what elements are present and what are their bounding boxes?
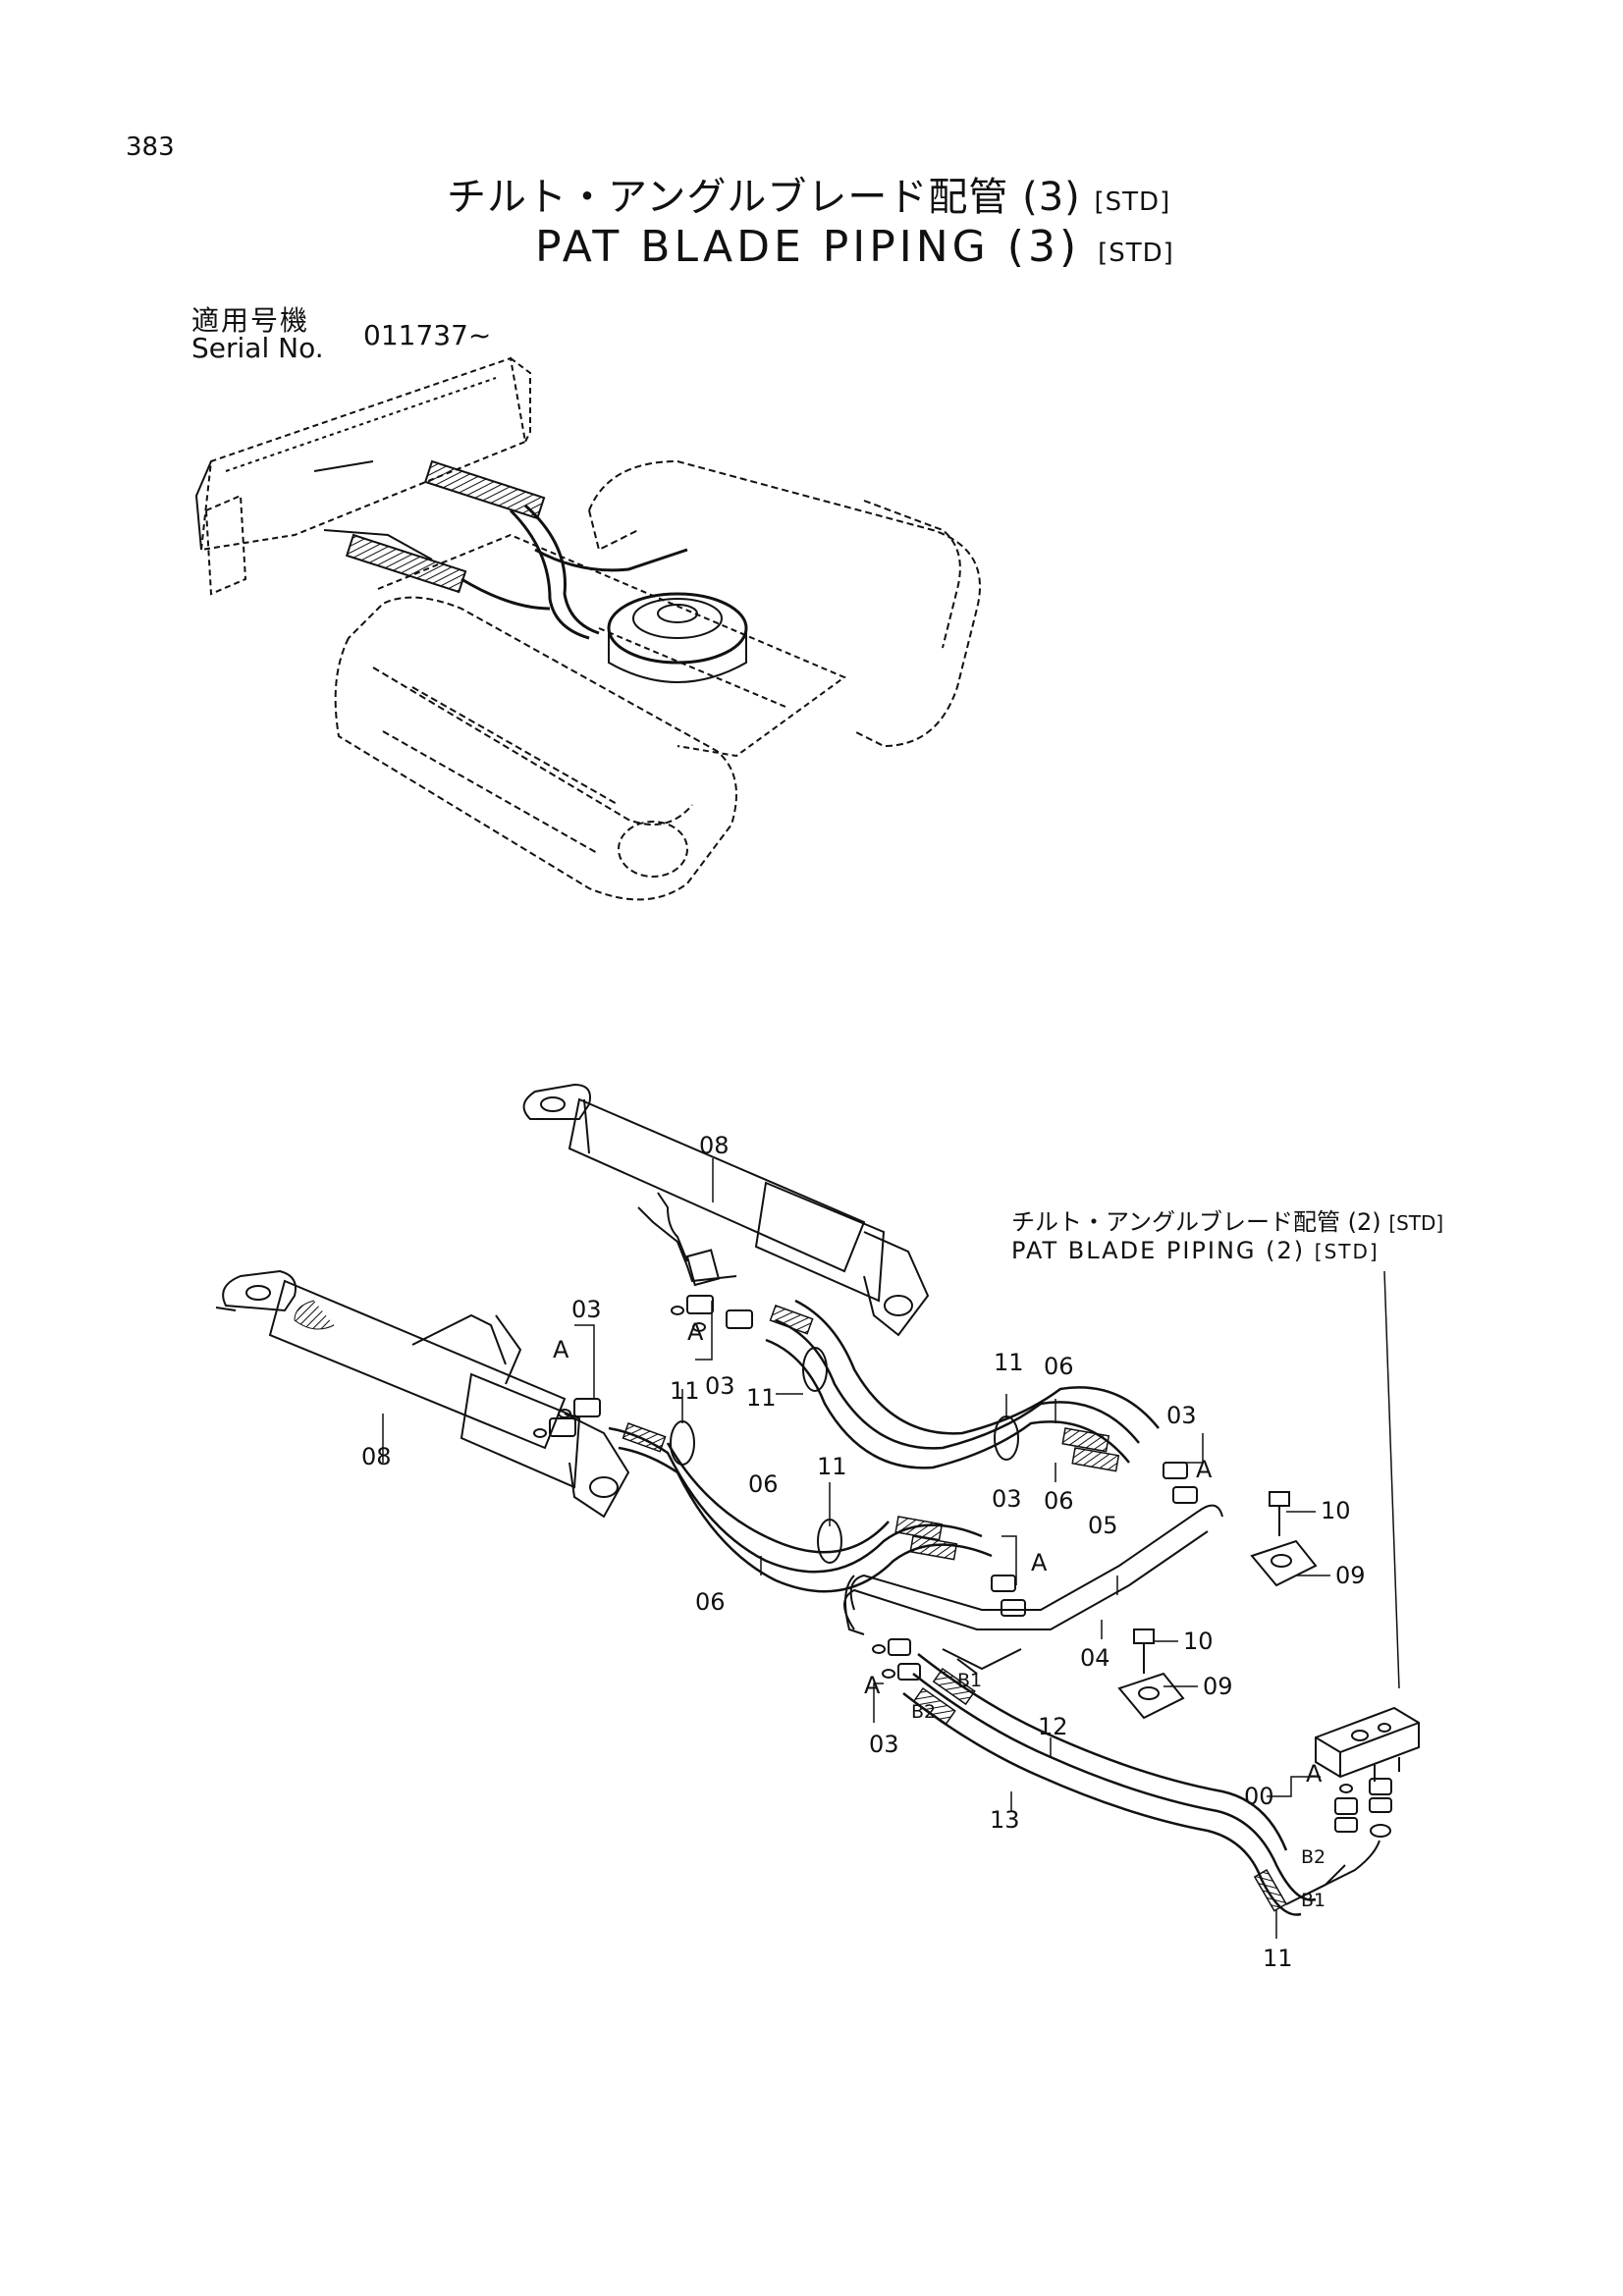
callout-A-upper: A [687, 1318, 704, 1346]
callout-11-top-a: 11 [746, 1384, 777, 1412]
callout-04: 04 [1080, 1644, 1110, 1672]
callout-11-mid: 11 [817, 1453, 847, 1480]
title-jp-text: チルト・アングルブレード配管 [447, 175, 1009, 220]
std-tag: [STD] [1094, 187, 1171, 217]
callout-11-bottom: 11 [1263, 1945, 1293, 1972]
callout-11-top-b: 11 [670, 1377, 700, 1405]
fittings-lower-left [844, 1575, 921, 1681]
fittings-left-group [533, 1295, 753, 1438]
front-track [334, 596, 737, 901]
reference-title-jp: チルト・アングルブレード配管 (2) [STD] [1011, 1202, 1443, 1237]
title-jp-suffix: (3) [1022, 175, 1081, 220]
callout-A-top-left: A [553, 1336, 569, 1363]
dozer-blade [194, 356, 531, 596]
callout-03-top-left: 03 [571, 1296, 602, 1323]
callout-00: 00 [1244, 1783, 1274, 1810]
reference-std-tag: [STD] [1388, 1211, 1444, 1235]
callout-06-mid: 06 [748, 1470, 779, 1498]
swing-bearing [607, 592, 748, 683]
title-en-text: PAT BLADE PIPING [535, 222, 990, 272]
callout-03-upper: 03 [705, 1372, 735, 1400]
center-frame [377, 533, 847, 758]
fittings-right-group [991, 1462, 1198, 1617]
valve-block [1315, 1706, 1420, 1782]
callout-06-top: 06 [1044, 1353, 1074, 1380]
leader-lines [382, 1158, 1400, 1939]
piping-exploded-diagram [215, 1083, 1420, 1939]
title-english: PAT BLADE PIPING (3) [STD] [535, 222, 1174, 272]
fittings-00 [1285, 1778, 1392, 1905]
reference-en-text: PAT BLADE PIPING (2) [1011, 1237, 1306, 1264]
port-label-b2-lower: B2 [1301, 1846, 1325, 1868]
steel-pipes-04-05 [843, 1504, 1223, 1675]
port-label-b1-upper: B1 [957, 1670, 982, 1691]
overview-hoses [460, 504, 688, 640]
callout-11-right: 11 [994, 1349, 1024, 1376]
serial-label-en: Serial No. [191, 332, 324, 364]
callout-A-valve: A [1306, 1760, 1323, 1788]
reference-title-en: PAT BLADE PIPING (2) [STD] [1011, 1237, 1380, 1264]
callout-A-bottom: A [864, 1672, 881, 1699]
callout-10-lower: 10 [1183, 1628, 1214, 1655]
machine-overview-illustration [194, 356, 981, 901]
port-label-b2-upper: B2 [911, 1701, 936, 1723]
blade-cylinder-lower [215, 1269, 630, 1519]
callout-10-upper: 10 [1321, 1497, 1351, 1524]
page-number: 383 [126, 133, 175, 162]
callout-08-lower: 08 [361, 1443, 392, 1470]
serial-value: 011737~ [363, 319, 492, 351]
std-tag-en: [STD] [1098, 239, 1174, 268]
bolt-clamp-set-lower [1117, 1629, 1185, 1720]
rear-track [588, 459, 981, 748]
port-label-b1-lower: B1 [1301, 1890, 1325, 1911]
callout-05: 05 [1088, 1512, 1118, 1539]
title-en-suffix: (3) [1006, 222, 1081, 272]
callout-12: 12 [1038, 1713, 1068, 1740]
callout-08-upper: 08 [699, 1132, 730, 1159]
callout-09-lower: 09 [1203, 1673, 1233, 1700]
callout-09-upper: 09 [1335, 1562, 1366, 1589]
reference-jp-text: チルト・アングルブレード配管 (2) [1011, 1208, 1381, 1236]
callout-03-mid: 03 [992, 1485, 1022, 1513]
title-japanese: チルト・アングルブレード配管 (3) [STD] [447, 165, 1170, 222]
serial-label-jp: 適用号機 [191, 304, 310, 337]
callout-06-low: 06 [695, 1588, 726, 1616]
callout-03-right: 03 [1166, 1402, 1197, 1429]
callout-03-bottom: 03 [869, 1731, 899, 1758]
lower-hose-ends [912, 1667, 1288, 1912]
blade-cylinder-upper [522, 1083, 930, 1337]
blade-cylinders [313, 459, 546, 594]
callout-A-right: A [1196, 1456, 1213, 1483]
hose-end-fittings [622, 1305, 1120, 1561]
callout-06-right: 06 [1044, 1487, 1074, 1515]
callout-labels: 08 08 03 03 03 03 03 11 11 11 11 11 06 0… [361, 1132, 1366, 1972]
reference-std-tag-en: [STD] [1314, 1240, 1380, 1263]
callout-13: 13 [990, 1806, 1020, 1834]
bolt-clamp-set-upper [1250, 1491, 1318, 1587]
callout-A-mid: A [1031, 1549, 1048, 1576]
